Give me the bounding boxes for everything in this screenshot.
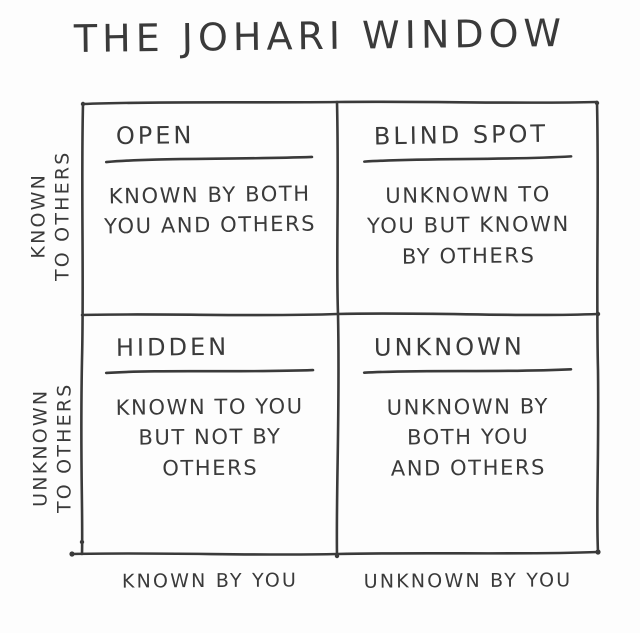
quadrant-unknown-underline (362, 365, 574, 376)
quadrant-open-underline (104, 153, 316, 165)
grid-border-bottom (70, 550, 600, 556)
quadrant-open-heading: OPEN (115, 121, 195, 150)
quadrant-blind-spot-underline (362, 152, 574, 165)
quadrant-unknown: UNKNOWN UNKNOWN BY BOTH YOU AND OTHERS (339, 317, 597, 551)
grid-divider-horizontal (80, 312, 600, 317)
y-axis-label-unknown-to-others: UNKNOWN TO OTHERS (29, 363, 77, 533)
quadrant-unknown-body-line-3: AND OTHERS (390, 455, 546, 481)
quadrant-hidden-body-line-3: OTHERS (162, 455, 259, 481)
quadrant-open: OPEN KNOWN BY BOTH YOU AND OTHERS (84, 105, 336, 313)
quadrant-open-body-line-2: YOU AND OTHERS (104, 211, 317, 239)
x-axis-label-unknown-by-you: UNKNOWN BY YOU (363, 569, 573, 593)
quadrant-blind-spot-body-line-2: YOU BUT KNOWN (366, 212, 570, 239)
quadrant-hidden-heading: HIDDEN (115, 332, 230, 362)
quadrant-blind-spot: BLIND SPOT UNKNOWN TO YOU BUT KNOWN BY O… (339, 105, 597, 313)
quadrant-hidden-body-line-1: KNOWN TO YOU (115, 394, 304, 420)
y-axis-label-known-to-others-line-1: KNOWN (27, 172, 50, 259)
quadrant-hidden-body-line-2: BUT NOT BY (138, 424, 282, 451)
y-axis-label-known-to-others-line-2: TO OTHERS (51, 150, 73, 282)
quadrant-unknown-body: UNKNOWN BY BOTH YOU AND OTHERS (386, 391, 549, 484)
y-axis-label-unknown-to-others-line-1: UNKNOWN (29, 388, 52, 507)
page-title: THE JOHARI WINDOW (73, 10, 567, 62)
y-axis-label-known-to-others: KNOWN TO OTHERS (27, 141, 75, 291)
quadrant-blind-spot-body-line-1: UNKNOWN TO (384, 182, 551, 208)
quadrant-hidden-underline (104, 365, 316, 377)
quadrant-blind-spot-heading-wrap: BLIND SPOT (363, 119, 573, 166)
grid-border-left (80, 102, 85, 556)
quadrant-open-body: KNOWN BY BOTH YOU AND OTHERS (104, 179, 317, 243)
quadrant-unknown-heading-wrap: UNKNOWN (362, 332, 573, 376)
grid-border-right (595, 100, 600, 554)
quadrant-blind-spot-body-line-3: BY OTHERS (401, 243, 536, 269)
quadrant-hidden: HIDDEN KNOWN TO YOU BUT NOT BY OTHERS (84, 317, 336, 551)
y-axis-label-unknown-to-others-line-2: TO OTHERS (53, 382, 75, 514)
quadrant-blind-spot-heading: BLIND SPOT (373, 119, 549, 151)
quadrant-open-heading-wrap: OPEN (104, 121, 314, 165)
quadrant-unknown-body-line-2: BOTH YOU (406, 424, 530, 450)
quadrant-hidden-body: KNOWN TO YOU BUT NOT BY OTHERS (116, 391, 305, 484)
quadrant-hidden-heading-wrap: HIDDEN (104, 332, 315, 377)
quadrant-open-body-line-1: KNOWN BY BOTH (108, 181, 311, 209)
x-axis-label-known-by-you: KNOWN BY YOU (121, 569, 299, 593)
quadrant-unknown-heading: UNKNOWN (373, 332, 525, 362)
grid-border-top (81, 100, 599, 106)
quadrant-unknown-body-line-1: UNKNOWN BY (386, 394, 549, 420)
quadrant-blind-spot-body: UNKNOWN TO YOU BUT KNOWN BY OTHERS (366, 179, 570, 272)
